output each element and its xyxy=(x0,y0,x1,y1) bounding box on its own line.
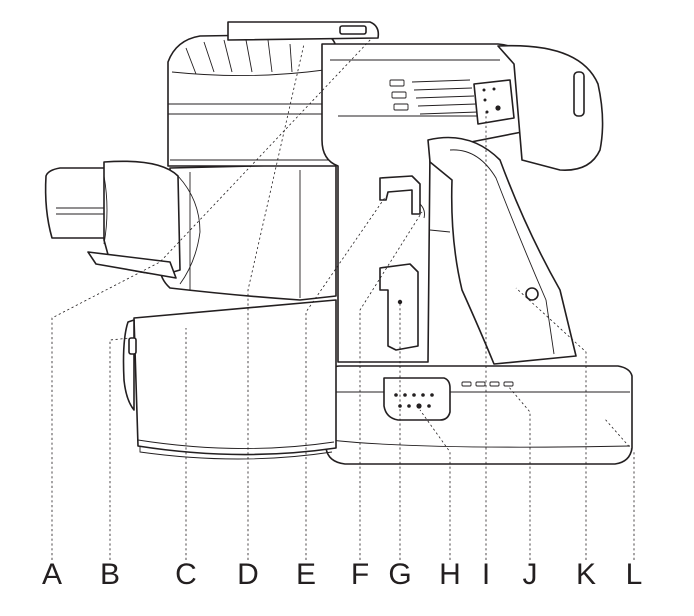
label-g: G xyxy=(388,558,411,591)
label-j: J xyxy=(523,558,538,591)
vent-slots xyxy=(389,79,479,115)
dust-bin xyxy=(122,299,337,460)
callout-labels: A B C D E F G H I J K L xyxy=(42,558,642,591)
battery-indicator-dots xyxy=(394,393,434,409)
cyclone-body xyxy=(159,163,337,301)
label-i: I xyxy=(482,558,490,591)
label-h: H xyxy=(439,558,461,591)
mode-display-panel xyxy=(473,79,515,125)
label-l: L xyxy=(626,558,643,591)
battery-pack xyxy=(325,365,633,465)
main-body xyxy=(321,43,604,365)
motor-exhaust-fins xyxy=(171,39,325,77)
label-k: K xyxy=(576,558,596,591)
label-e: E xyxy=(296,558,316,591)
label-a: A xyxy=(42,558,62,591)
label-f: F xyxy=(351,558,369,591)
inlet-nozzle xyxy=(44,160,181,279)
label-d: D xyxy=(237,558,259,591)
label-b: B xyxy=(100,558,120,591)
charge-level-leds xyxy=(461,381,514,387)
label-c: C xyxy=(175,558,197,591)
leader-lines xyxy=(51,37,635,560)
